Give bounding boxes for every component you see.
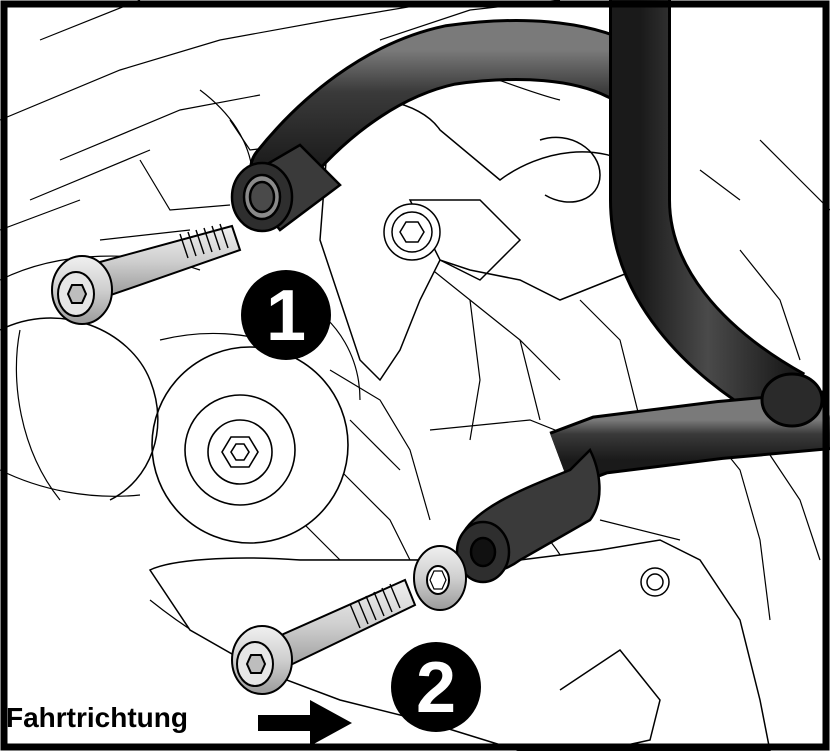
upper-bolt	[51, 223, 242, 325]
washer	[413, 545, 467, 611]
frame-hex-bolt	[383, 203, 441, 261]
callout-1-number: 1	[266, 276, 306, 356]
lower-bolt	[231, 578, 417, 695]
upper-tube-socket	[230, 143, 342, 233]
left-cover-arc	[0, 317, 159, 501]
direction-label: Fahrtrichtung	[6, 702, 188, 733]
callout-1: 1	[241, 270, 331, 360]
callout-2-number: 2	[416, 648, 456, 728]
engine-cover	[151, 346, 349, 544]
direction-arrow-icon	[258, 700, 352, 746]
lower-tube-tab	[455, 447, 601, 584]
crash-bar-tube	[249, 0, 830, 489]
callout-2: 2	[391, 642, 481, 732]
